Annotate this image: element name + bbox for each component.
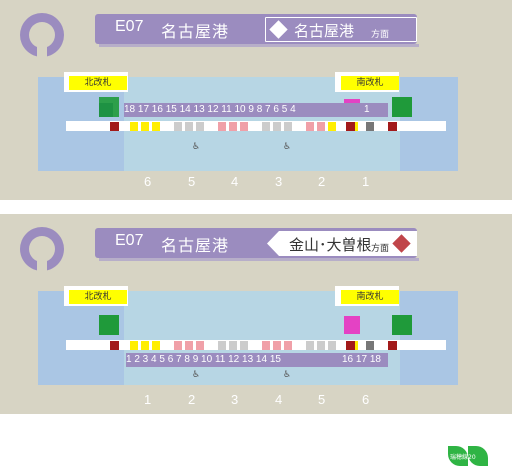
stop-red-marker — [346, 122, 355, 131]
door-number: 2 — [188, 392, 196, 407]
platform-guide-panel-2: E07 名古屋港 金山･大曽根 方面 瑞穂線20 北改札 南改札 1 2 3 4… — [0, 214, 512, 466]
car-marker — [152, 341, 160, 350]
exit-label-north: 北改札 — [69, 76, 127, 90]
car-number-end: 16 17 18 — [342, 353, 388, 367]
door-number: 5 — [188, 174, 196, 189]
destination-box — [267, 231, 417, 256]
stop-red-marker — [110, 341, 119, 350]
door-number: 5 — [318, 392, 326, 407]
car-marker — [240, 122, 248, 131]
car-marker — [262, 341, 270, 350]
car-marker — [229, 122, 237, 131]
car-marker — [240, 341, 248, 350]
car-marker — [185, 122, 193, 131]
car-marker — [130, 341, 138, 350]
car-marker — [284, 122, 292, 131]
elevator-icon — [344, 316, 360, 334]
car-marker — [196, 122, 204, 131]
door-number: 1 — [362, 174, 370, 189]
car-marker — [130, 122, 138, 131]
station-name: 名古屋港 — [161, 236, 230, 255]
wheelchair-icon: ♿ — [283, 370, 292, 380]
stop-marker-rail — [66, 340, 446, 350]
exit-green-icon — [99, 97, 119, 117]
car-marker — [174, 122, 182, 131]
car-marker — [284, 341, 292, 350]
platform-end-left — [38, 291, 124, 385]
stop-red-marker — [110, 122, 119, 131]
stop-red-marker — [388, 122, 397, 131]
car-marker — [185, 341, 193, 350]
car-marker — [229, 341, 237, 350]
door-number: 3 — [231, 392, 239, 407]
destination-text: 名古屋港 — [294, 22, 355, 40]
line-logo-icon — [20, 13, 64, 59]
door-number: 2 — [318, 174, 326, 189]
car-number-strip: 18 17 16 15 14 13 12 11 10 9 8 7 6 5 4 — [124, 103, 364, 117]
door-number: 3 — [275, 174, 283, 189]
destination-box — [265, 17, 417, 42]
line-logo-icon — [20, 227, 64, 273]
header-shadow — [99, 44, 419, 47]
car-marker — [273, 122, 281, 131]
car-marker — [317, 341, 325, 350]
stop-marker-rail — [66, 121, 446, 131]
car-marker — [152, 122, 160, 131]
header-shadow — [99, 258, 419, 261]
station-header: E07 名古屋港 名古屋港 方面 — [95, 14, 417, 44]
door-number: 6 — [362, 392, 370, 407]
car-marker — [366, 341, 374, 350]
car-marker — [306, 122, 314, 131]
destination-text: 金山･大曽根 — [289, 236, 372, 254]
car-number: 16 — [342, 354, 354, 365]
car-marker — [218, 341, 226, 350]
leaf-badge-icon: 瑞穂線20 — [448, 446, 488, 466]
exit-green-icon — [392, 97, 412, 117]
exit-label-south: 南改札 — [341, 76, 399, 90]
exit-label-north: 北改札 — [69, 290, 127, 304]
station-code: E07 — [115, 18, 144, 35]
station-code: E07 — [115, 232, 144, 249]
car-marker — [141, 122, 149, 131]
car-marker — [174, 341, 182, 350]
wheelchair-icon: ♿ — [192, 142, 201, 152]
car-marker — [306, 341, 314, 350]
door-number: 1 — [144, 392, 152, 407]
car-marker — [218, 122, 226, 131]
car-marker — [328, 341, 336, 350]
car-number-end: 1 — [364, 103, 388, 117]
car-number: 18 — [369, 354, 381, 365]
exit-green-icon — [99, 315, 119, 335]
platform-end-right — [400, 291, 458, 385]
car-marker — [262, 122, 270, 131]
car-marker — [196, 341, 204, 350]
door-number: 4 — [275, 392, 283, 407]
door-number: 6 — [144, 174, 152, 189]
car-marker — [273, 341, 281, 350]
exit-label-south: 南改札 — [341, 290, 399, 304]
wheelchair-icon: ♿ — [192, 370, 201, 380]
platform-guide-panel-1: E07 名古屋港 名古屋港 方面 北改札 南改札 18 17 16 15 14 … — [0, 0, 512, 200]
car-number-strip: 1 2 3 4 5 6 7 8 9 10 11 12 13 14 15 — [126, 353, 352, 367]
car-marker — [328, 122, 336, 131]
station-header: E07 名古屋港 金山･大曽根 方面 — [95, 228, 417, 258]
direction-suffix: 方面 — [371, 30, 390, 40]
car-marker — [317, 122, 325, 131]
car-number: 17 — [355, 354, 368, 365]
car-marker — [366, 122, 374, 131]
exit-green-icon — [392, 315, 412, 335]
badge-label: 瑞穂線20 — [450, 454, 476, 461]
wheelchair-icon: ♿ — [283, 142, 292, 152]
door-number: 4 — [231, 174, 239, 189]
car-marker — [141, 341, 149, 350]
direction-suffix: 方面 — [371, 244, 390, 254]
station-name: 名古屋港 — [161, 22, 230, 41]
stop-red-marker — [346, 341, 355, 350]
stop-red-marker — [388, 341, 397, 350]
